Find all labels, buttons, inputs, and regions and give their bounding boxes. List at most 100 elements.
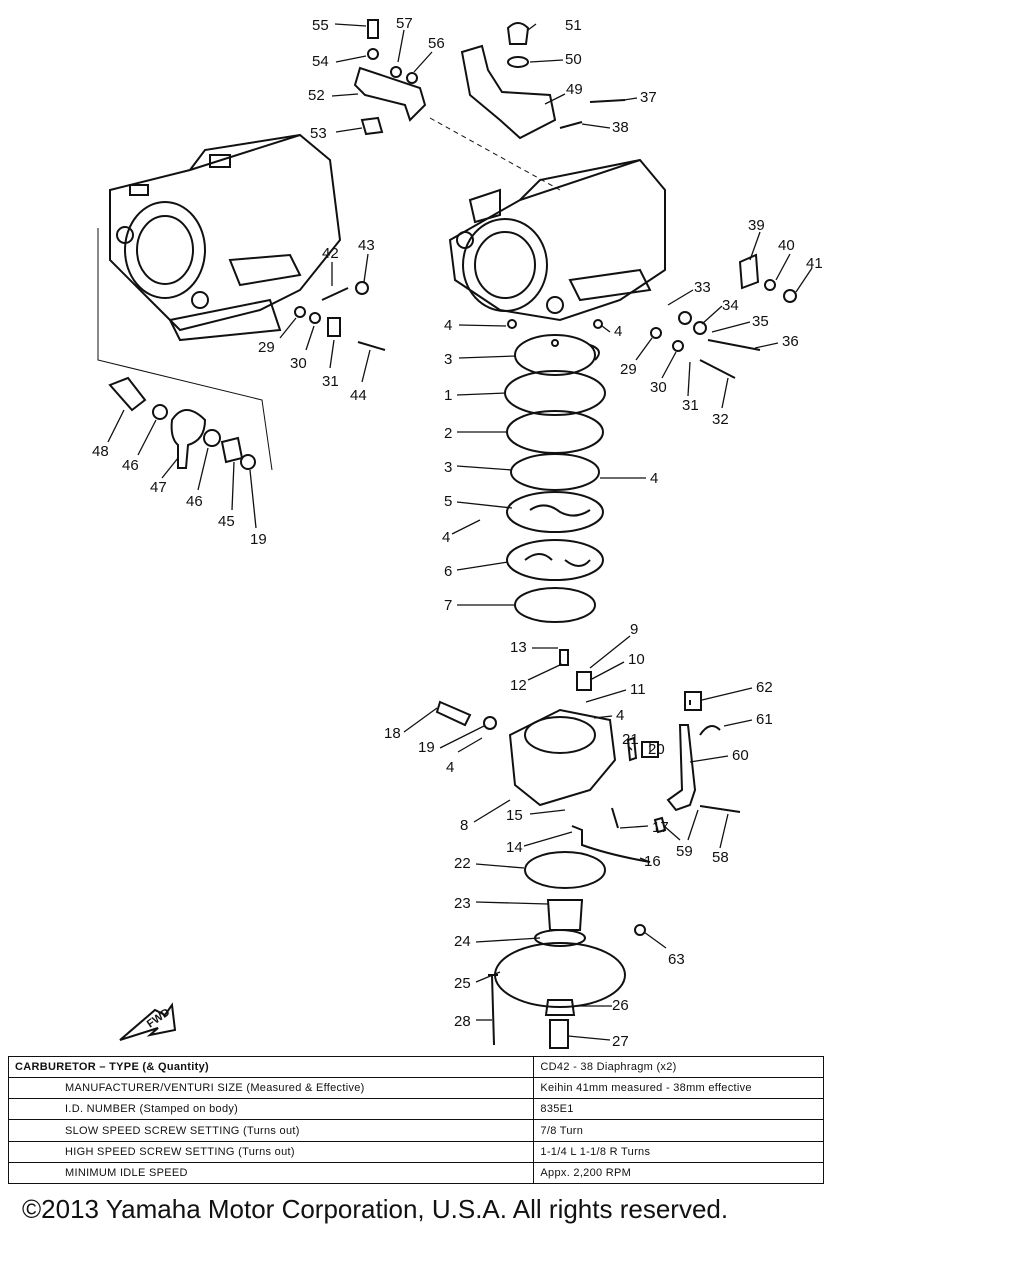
table-row: CARBURETOR – TYPE (& Quantity) CD42 - 38…: [7, 1055, 824, 1079]
callout: 48: [92, 443, 109, 460]
callout: 3: [444, 459, 452, 476]
callout: 31: [322, 373, 339, 390]
callout: 18: [384, 725, 401, 742]
callout: 20: [648, 741, 665, 758]
callout: 27: [612, 1033, 629, 1050]
callout: 23: [454, 895, 471, 912]
callout: 13: [510, 639, 527, 656]
diaphragm-stack: [504, 334, 606, 623]
callout: 9: [630, 621, 638, 638]
spec-value: Appx. 2,200 RPM: [533, 1161, 824, 1185]
callout: 11: [630, 681, 646, 698]
carburetor-spec-table: CARBURETOR – TYPE (& Quantity) CD42 - 38…: [7, 1055, 824, 1185]
callout: 36: [782, 333, 799, 350]
callout: 38: [612, 119, 629, 136]
callout: 46: [186, 493, 203, 510]
left-carburetor-body: [109, 133, 342, 342]
callout: 52: [308, 87, 325, 104]
callout: 17: [652, 819, 669, 836]
callout: 5: [444, 493, 452, 510]
callout: 43: [358, 237, 375, 254]
spec-value: Keihin 41mm measured - 38mm effective: [533, 1077, 824, 1100]
callout: 53: [310, 125, 327, 142]
spec-label: SLOW SPEED SCREW SETTING (Turns out): [7, 1119, 535, 1142]
callout: 7: [444, 597, 452, 614]
spec-label: MANUFACTURER/VENTURI SIZE (Measured & Ef…: [7, 1077, 535, 1100]
callout: 56: [428, 35, 445, 52]
callout: 63: [668, 951, 685, 968]
spec-value: 835E1: [533, 1098, 824, 1121]
callout: 57: [396, 15, 413, 32]
callout: 33: [694, 279, 711, 296]
table-row: SLOW SPEED SCREW SETTING (Turns out) 7/8…: [7, 1119, 824, 1142]
callout: 6: [444, 563, 452, 580]
callout: 58: [712, 849, 729, 866]
spec-label: CARBURETOR – TYPE (& Quantity): [7, 1055, 535, 1079]
table-row: HIGH SPEED SCREW SETTING (Turns out) 1-1…: [7, 1140, 824, 1163]
callout: 16: [644, 853, 661, 870]
callout: 51: [565, 17, 582, 34]
left-bracket-line: [97, 228, 273, 471]
left-side-screws: [294, 281, 386, 351]
pump-body: [435, 649, 741, 834]
callout: 3: [444, 351, 452, 368]
table-row: MINIMUM IDLE SPEED Appx. 2,200 RPM: [7, 1161, 824, 1185]
callout: 4: [444, 317, 452, 334]
callout: 26: [612, 997, 629, 1014]
callout: 4: [650, 470, 658, 487]
callout: 31: [682, 397, 699, 414]
callout: 44: [350, 387, 367, 404]
callout: 32: [712, 411, 729, 428]
callout: 29: [620, 361, 637, 378]
callout: 35: [752, 313, 769, 330]
callout: 49: [566, 81, 583, 98]
table-row: MANUFACTURER/VENTURI SIZE (Measured & Ef…: [7, 1077, 824, 1100]
spec-value: 7/8 Turn: [533, 1119, 824, 1142]
copyright-notice: ©2013 Yamaha Motor Corporation, U.S.A. A…: [22, 1194, 729, 1224]
callout: 45: [218, 513, 235, 530]
callout: 37: [640, 89, 657, 106]
callout: 2: [444, 425, 452, 442]
right-carburetor-body: [448, 158, 666, 322]
callout: 19: [250, 531, 267, 548]
leader-lines: [107, 23, 813, 1041]
spec-value: CD42 - 38 Diaphragm (x2): [533, 1055, 824, 1079]
callout: 39: [748, 217, 765, 234]
callout: 46: [122, 457, 139, 474]
table-row: I.D. NUMBER (Stamped on body) 835E1: [7, 1098, 824, 1121]
callout: 14: [506, 839, 523, 856]
spec-label: I.D. NUMBER (Stamped on body): [7, 1098, 535, 1121]
callout: 41: [806, 255, 823, 272]
callout: 8: [460, 817, 468, 834]
left-fitting-assembly: [108, 376, 256, 470]
top-small-parts: [353, 19, 626, 140]
callout: 19: [418, 739, 435, 756]
callout: 54: [312, 53, 329, 70]
fwd-arrow-icon: [119, 1002, 177, 1041]
callout: 28: [454, 1013, 471, 1030]
callout: 12: [510, 677, 527, 694]
callout: 29: [258, 339, 275, 356]
callout: 24: [454, 933, 471, 950]
callout: 30: [650, 379, 667, 396]
callout: 4: [442, 529, 450, 546]
exploded-carburetor-diagram: 55 57 51 54 56 50 52 49 37 53 38 42 43 3…: [92, 15, 823, 1050]
callout: 62: [756, 679, 773, 696]
spec-label: MINIMUM IDLE SPEED: [7, 1161, 535, 1185]
callout: 59: [676, 843, 693, 860]
callout: 50: [565, 51, 582, 68]
callout: 4: [446, 759, 454, 776]
callout: 22: [454, 855, 471, 872]
callout: 15: [506, 807, 523, 824]
callout: 25: [454, 975, 471, 992]
callout-numbers: 55 57 51 54 56 50 52 49 37 53 38 42 43 3…: [92, 15, 823, 1050]
callout: 40: [778, 237, 795, 254]
callout: 30: [290, 355, 307, 372]
callout: 1: [444, 387, 452, 404]
callout: 55: [312, 17, 329, 34]
callout: 60: [732, 747, 749, 764]
throttle-link-dash-line: [429, 117, 561, 191]
callout: 21: [622, 731, 639, 748]
callout: 34: [722, 297, 739, 314]
callout: 61: [756, 711, 773, 728]
